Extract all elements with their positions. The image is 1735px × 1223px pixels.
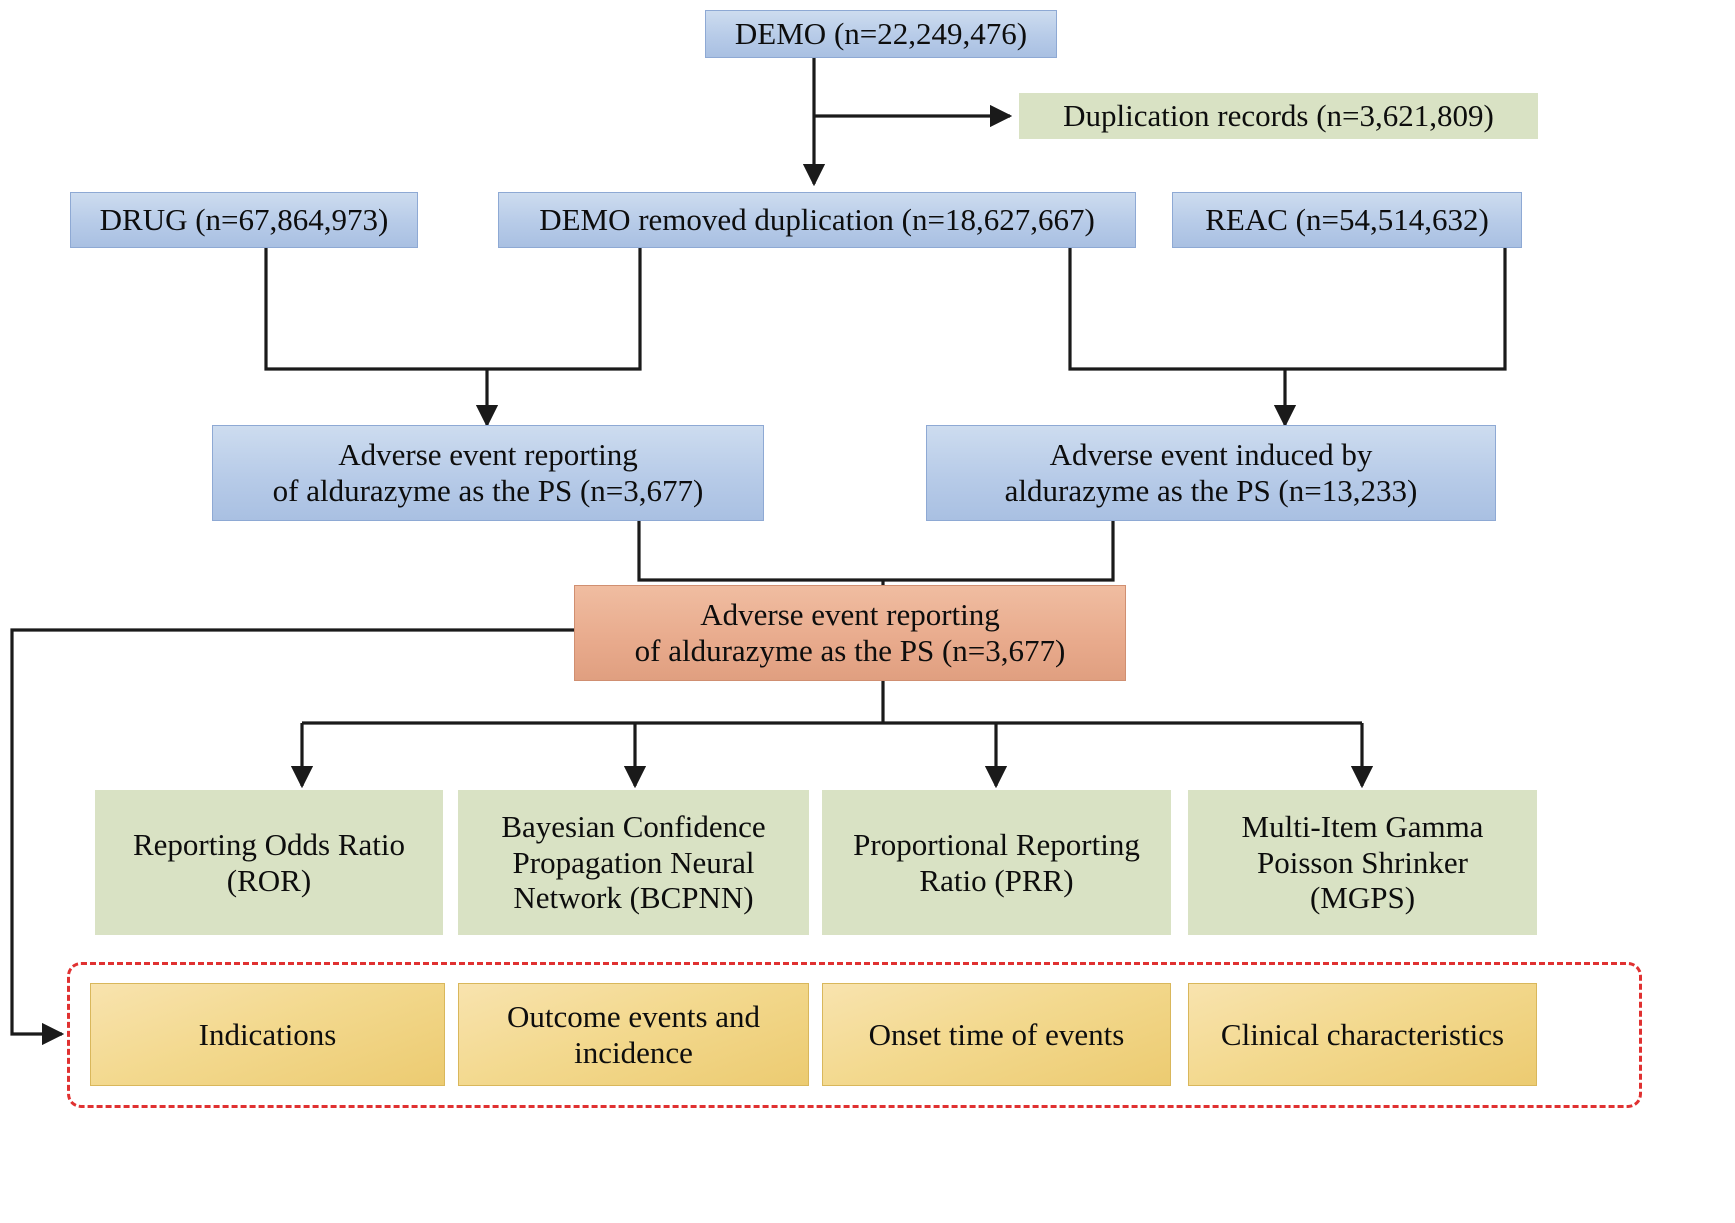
node-clinical-characteristics[interactable]: Clinical characteristics <box>1188 983 1537 1086</box>
edge-reac-down <box>1285 248 1507 371</box>
node-mgps[interactable]: Multi-Item Gamma Poisson Shrinker (MGPS) <box>1188 790 1537 935</box>
edge-ae-left-down <box>637 521 883 582</box>
node-reac[interactable]: REAC (n=54,514,632) <box>1172 192 1522 248</box>
node-ae-reporting-center[interactable]: Adverse event reporting of aldurazyme as… <box>574 585 1126 681</box>
node-outcome-events[interactable]: Outcome events and incidence <box>458 983 809 1086</box>
edge-demo-removed-left-down <box>487 248 642 371</box>
node-demo[interactable]: DEMO (n=22,249,476) <box>705 10 1057 58</box>
edge-drug-down <box>264 248 487 371</box>
edge-ae-right-down <box>883 521 1115 582</box>
node-ae-induced-right[interactable]: Adverse event induced by aldurazyme as t… <box>926 425 1496 521</box>
node-onset-time[interactable]: Onset time of events <box>822 983 1171 1086</box>
node-indications[interactable]: Indications <box>90 983 445 1086</box>
node-bcpnn[interactable]: Bayesian Confidence Propagation Neural N… <box>458 790 809 935</box>
node-prr[interactable]: Proportional Reporting Ratio (PRR) <box>822 790 1171 935</box>
node-ae-reporting-left[interactable]: Adverse event reporting of aldurazyme as… <box>212 425 764 521</box>
edge-demo-removed-right-down <box>1068 248 1285 371</box>
node-duplication-records[interactable]: Duplication records (n=3,621,809) <box>1019 93 1538 139</box>
node-demo-removed-duplication[interactable]: DEMO removed duplication (n=18,627,667) <box>498 192 1136 248</box>
node-ror[interactable]: Reporting Odds Ratio (ROR) <box>95 790 443 935</box>
node-drug[interactable]: DRUG (n=67,864,973) <box>70 192 418 248</box>
